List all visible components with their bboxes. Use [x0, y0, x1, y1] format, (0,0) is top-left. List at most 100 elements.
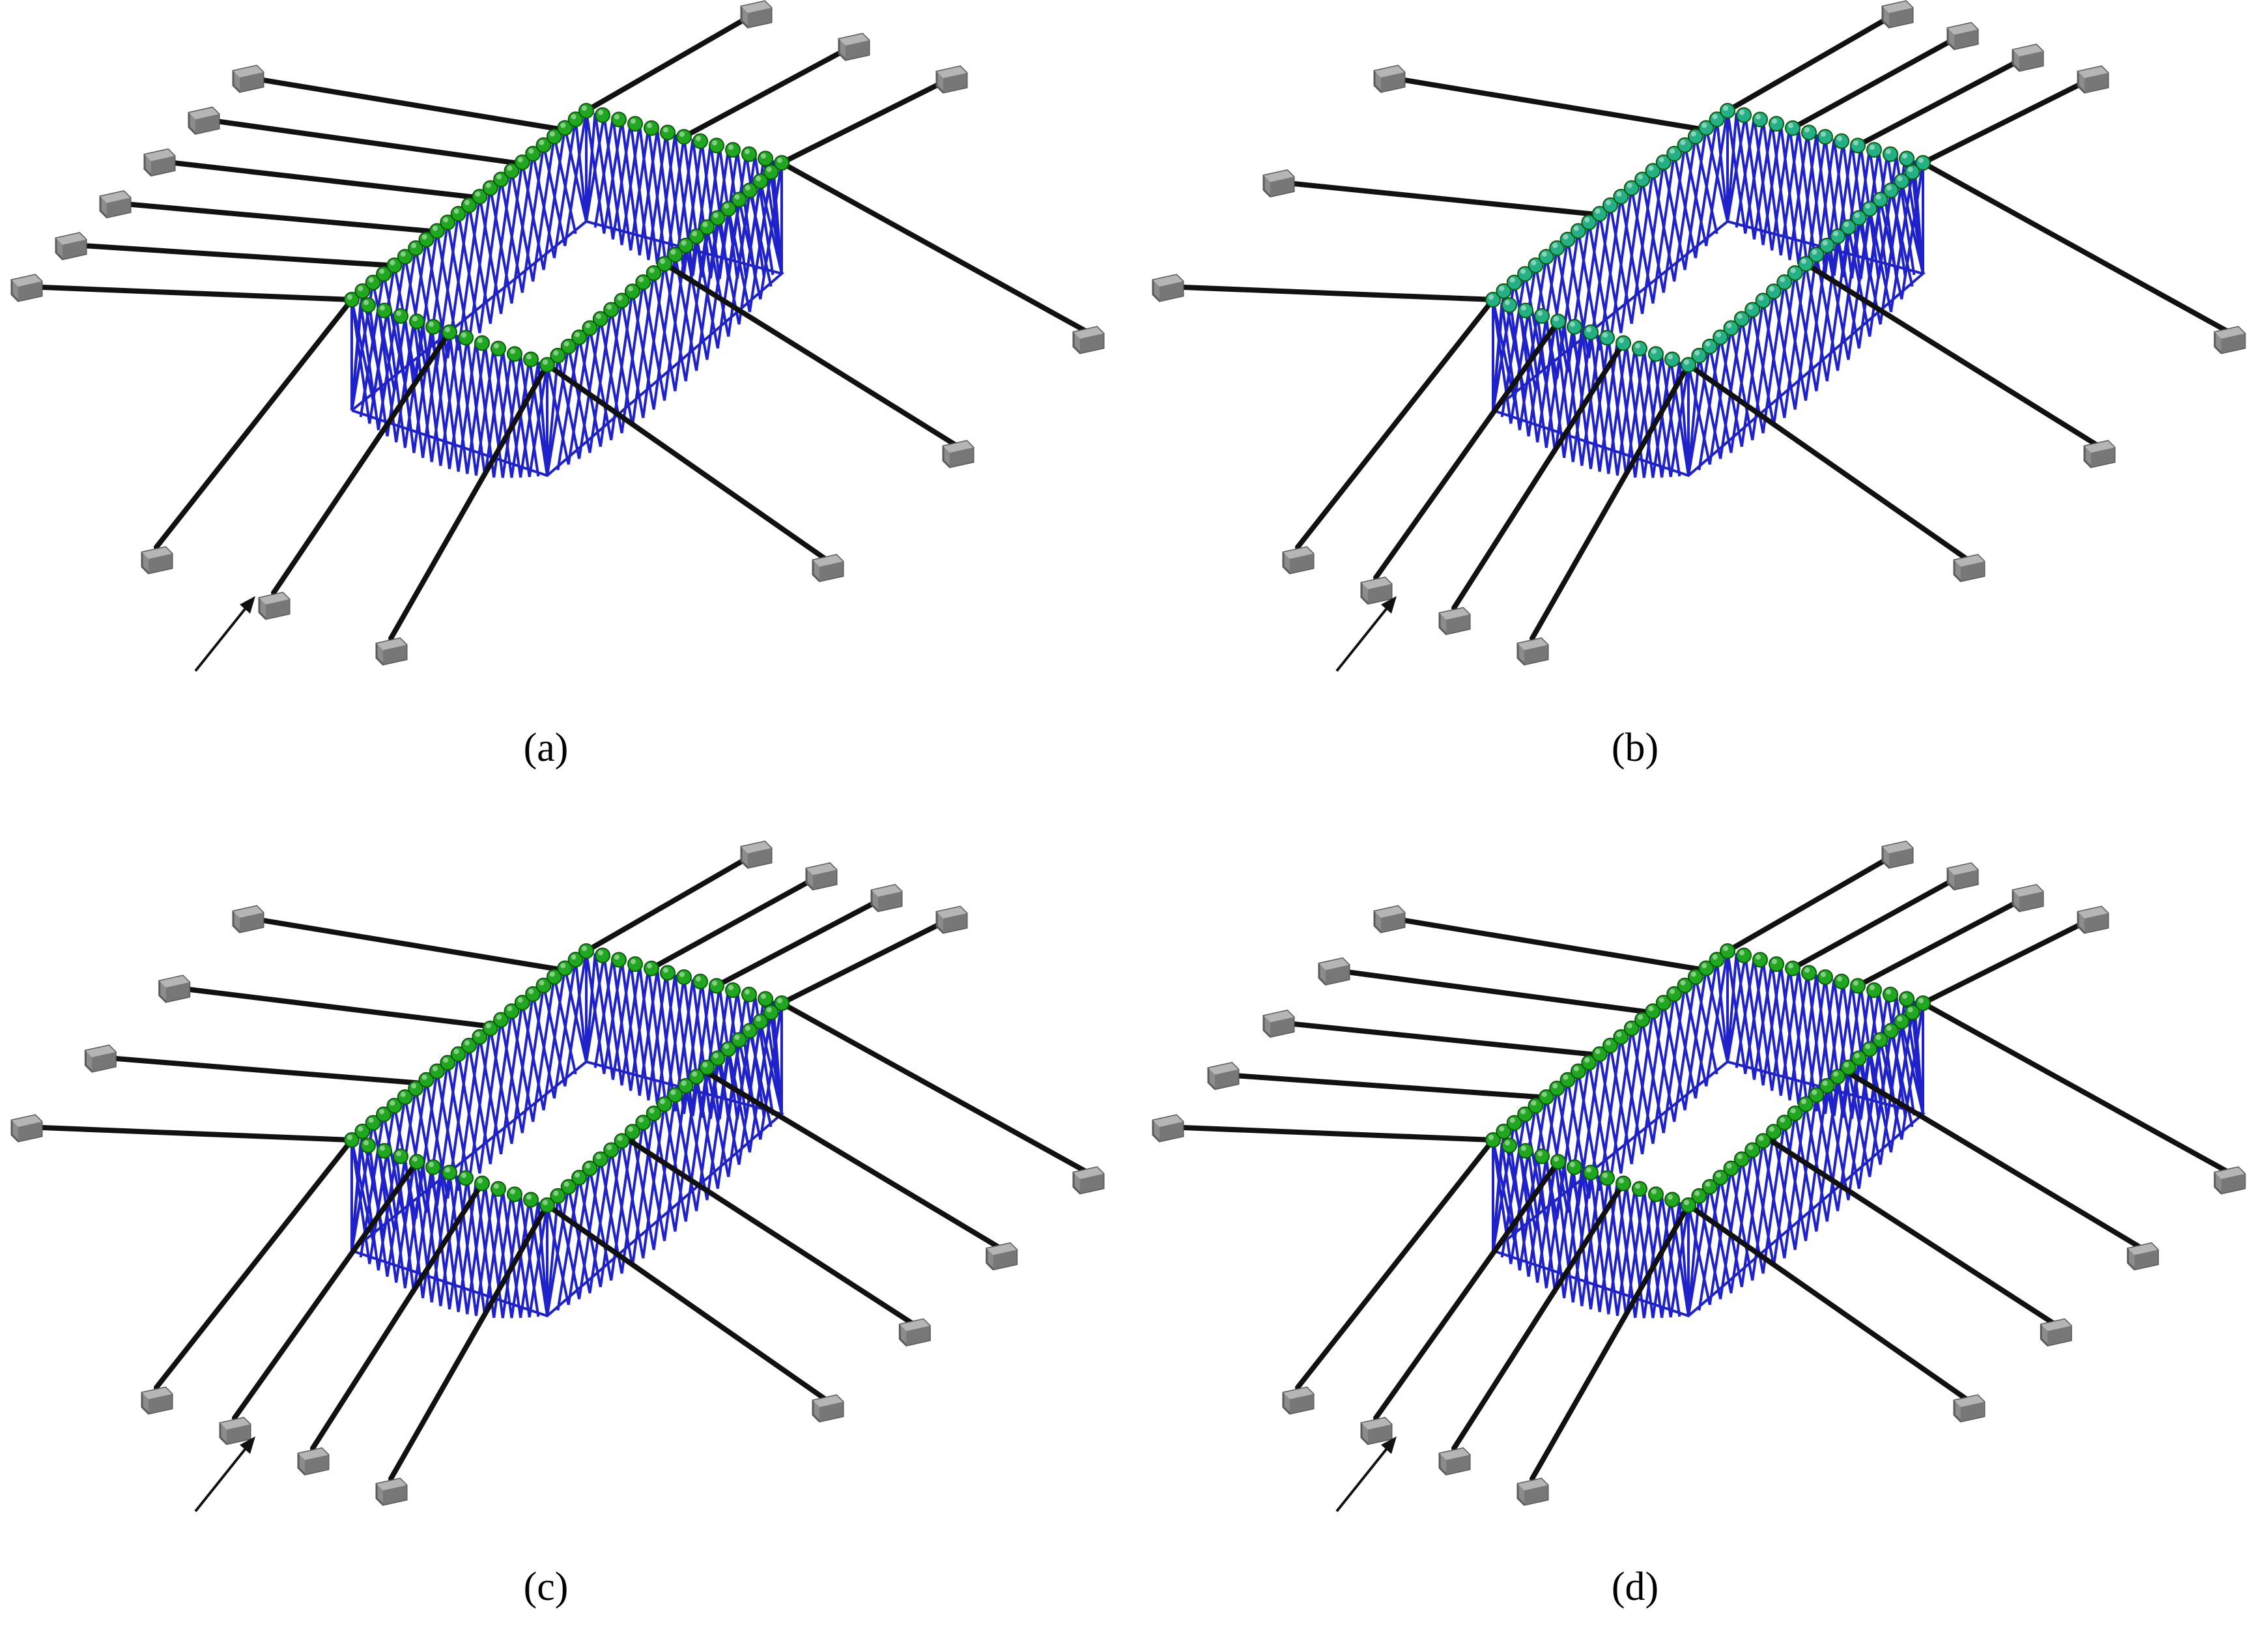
- float-bead: [1549, 240, 1565, 256]
- float-bead: [676, 969, 692, 985]
- float-bead: [1862, 201, 1878, 217]
- mooring-line-back: [1855, 53, 2030, 149]
- float-bead: [1776, 1115, 1793, 1131]
- float-bead: [1883, 146, 1898, 162]
- anchor-front: [1282, 1386, 1315, 1415]
- net-cage: [1492, 950, 1924, 1318]
- anchor-left: [188, 106, 220, 135]
- float-bead: [408, 240, 424, 256]
- anchor-left: [1262, 1009, 1295, 1038]
- float-bead: [1769, 116, 1784, 132]
- float-bead: [752, 1014, 769, 1030]
- float-bead: [741, 182, 758, 199]
- float-bead: [1570, 1063, 1586, 1079]
- float-bead: [458, 330, 474, 346]
- float-bead: [458, 1170, 474, 1186]
- mooring-line-back: [779, 916, 954, 1006]
- float-bead: [1681, 1197, 1696, 1213]
- anchor-back: [1881, 840, 1914, 869]
- float-bead: [595, 947, 610, 963]
- float-bead: [1733, 311, 1750, 327]
- float-bead: [1666, 145, 1683, 162]
- float-bead: [461, 197, 477, 213]
- anchor-front: [1360, 577, 1393, 605]
- float-bead: [442, 1165, 457, 1180]
- mooring-line-back: [1920, 916, 2095, 1006]
- float-bead: [1632, 341, 1647, 356]
- mooring-line-back: [584, 851, 758, 954]
- mooring-line-left: [68, 242, 397, 268]
- float-bead: [1634, 171, 1651, 188]
- float-bead: [567, 111, 584, 128]
- float-bead: [550, 347, 566, 363]
- float-bead: [1723, 1160, 1739, 1176]
- float-bead: [731, 1032, 747, 1048]
- float-bead: [1687, 969, 1703, 985]
- float-bead: [514, 995, 530, 1011]
- float-bead: [535, 137, 552, 153]
- float-bead: [667, 246, 683, 263]
- float-bead: [1830, 228, 1846, 244]
- float-bead: [731, 192, 747, 208]
- float-bead: [493, 171, 509, 188]
- float-bead: [1615, 335, 1631, 351]
- float-bead: [1862, 1041, 1878, 1057]
- anchor-left: [55, 232, 87, 261]
- float-bead: [1655, 995, 1672, 1011]
- float-bead: [1851, 1050, 1867, 1066]
- mooring-line-left: [1386, 915, 1707, 973]
- float-bead: [1581, 214, 1597, 231]
- float-bead: [1517, 1106, 1533, 1122]
- float-bead: [418, 231, 434, 248]
- float-bead: [1713, 329, 1729, 345]
- float-bead: [1550, 1154, 1566, 1170]
- anchor-right: [1953, 554, 1985, 582]
- anchor-left: [1373, 905, 1406, 933]
- float-bead: [774, 155, 790, 171]
- float-bead: [676, 129, 692, 145]
- mooring-line-right: [545, 362, 830, 563]
- float-bead: [657, 1096, 672, 1112]
- panel-b-diagram: [1152, 0, 2246, 672]
- float-bead: [409, 313, 425, 330]
- anchor-left: [143, 148, 176, 177]
- anchor-front: [1360, 1417, 1393, 1445]
- arrow-head-icon: [1381, 596, 1397, 614]
- float-bead: [1883, 182, 1899, 199]
- float-bead: [1819, 1077, 1835, 1094]
- float-bead: [627, 956, 643, 972]
- float-bead: [595, 107, 610, 123]
- caption-c: (c): [523, 1565, 569, 1609]
- net-bottom-rim: [350, 1060, 785, 1318]
- float-bead: [461, 1038, 477, 1053]
- float-bead: [1866, 982, 1882, 998]
- float-bead: [660, 124, 676, 141]
- float-bead: [393, 1148, 408, 1164]
- anchor-back: [838, 33, 870, 61]
- float-bead: [1817, 129, 1833, 145]
- mooring-line-left: [23, 284, 354, 302]
- mooring-line-left: [1275, 179, 1601, 218]
- float-bead: [1534, 308, 1550, 324]
- mooring-lines: [23, 851, 1090, 1481]
- anchor-back: [2012, 44, 2044, 72]
- anchor-right: [986, 1242, 1018, 1271]
- float-bead: [1613, 1029, 1629, 1045]
- float-bead: [504, 1003, 520, 1019]
- float-bead: [1713, 1169, 1729, 1186]
- mooring-line-back: [714, 894, 889, 989]
- float-bead: [425, 1159, 441, 1175]
- float-bead: [1549, 1080, 1565, 1096]
- float-bead: [365, 274, 381, 291]
- float-bead: [397, 1089, 413, 1105]
- anchor-back: [2077, 65, 2109, 94]
- float-bead: [1769, 956, 1784, 972]
- float-bead: [1528, 1098, 1544, 1114]
- float-bead: [1655, 154, 1672, 171]
- anchor-back: [2012, 884, 2044, 913]
- float-bead: [1506, 274, 1522, 291]
- float-bead: [1851, 210, 1867, 226]
- anchor-right: [2127, 1242, 2159, 1271]
- float-bead: [699, 219, 715, 235]
- anchor-right: [898, 1318, 931, 1346]
